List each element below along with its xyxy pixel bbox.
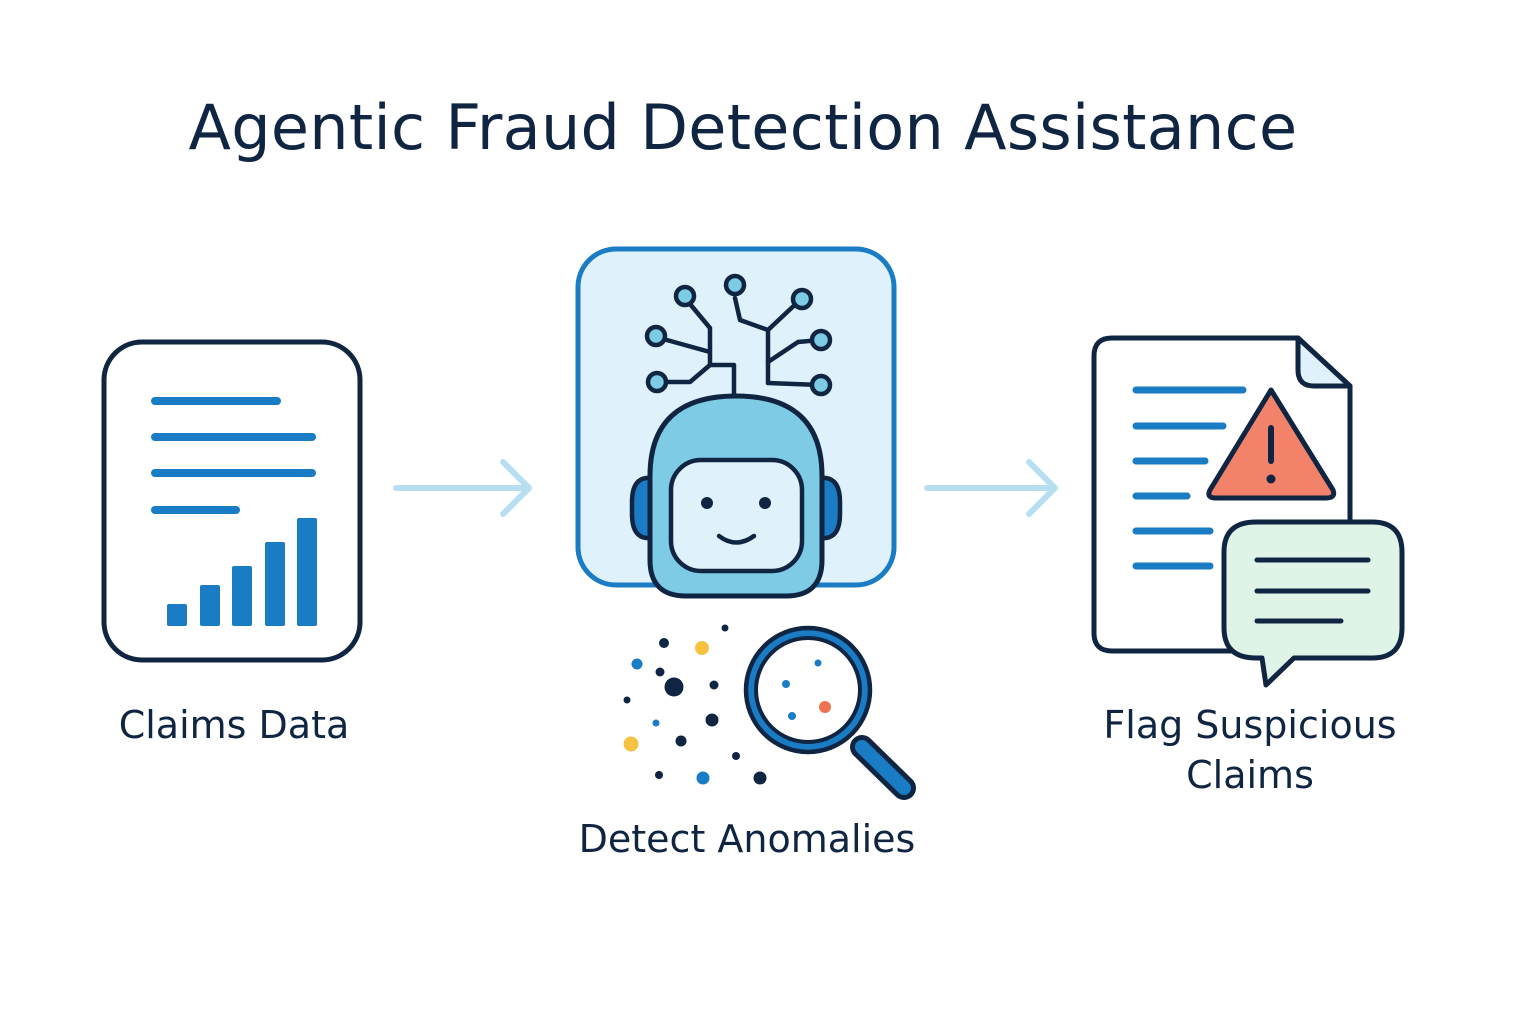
warning-triangle-icon — [1206, 387, 1337, 501]
diagram-title: Agentic Fraud Detection Assistance — [188, 91, 1298, 164]
text-lines — [1132, 386, 1247, 570]
step-label-claims-data: Claims Data — [118, 703, 350, 747]
step-label-flag-suspicious-claims: Flag Suspicious Claims — [1103, 703, 1397, 797]
chat-bubble-icon — [1221, 519, 1405, 688]
text-lines — [151, 397, 316, 514]
magnifying-glass-icon — [743, 625, 916, 800]
document-chart-icon — [101, 339, 363, 663]
step-label-detect-anomalies: Detect Anomalies — [578, 817, 916, 861]
flagged-document-icon — [1091, 335, 1405, 688]
bar-chart-icon — [167, 518, 317, 626]
data-points-scatter — [623, 624, 767, 785]
arrow-right-icon — [924, 459, 1058, 517]
arrow-right-icon — [393, 459, 532, 517]
ai-agent-robot-icon — [575, 246, 897, 599]
